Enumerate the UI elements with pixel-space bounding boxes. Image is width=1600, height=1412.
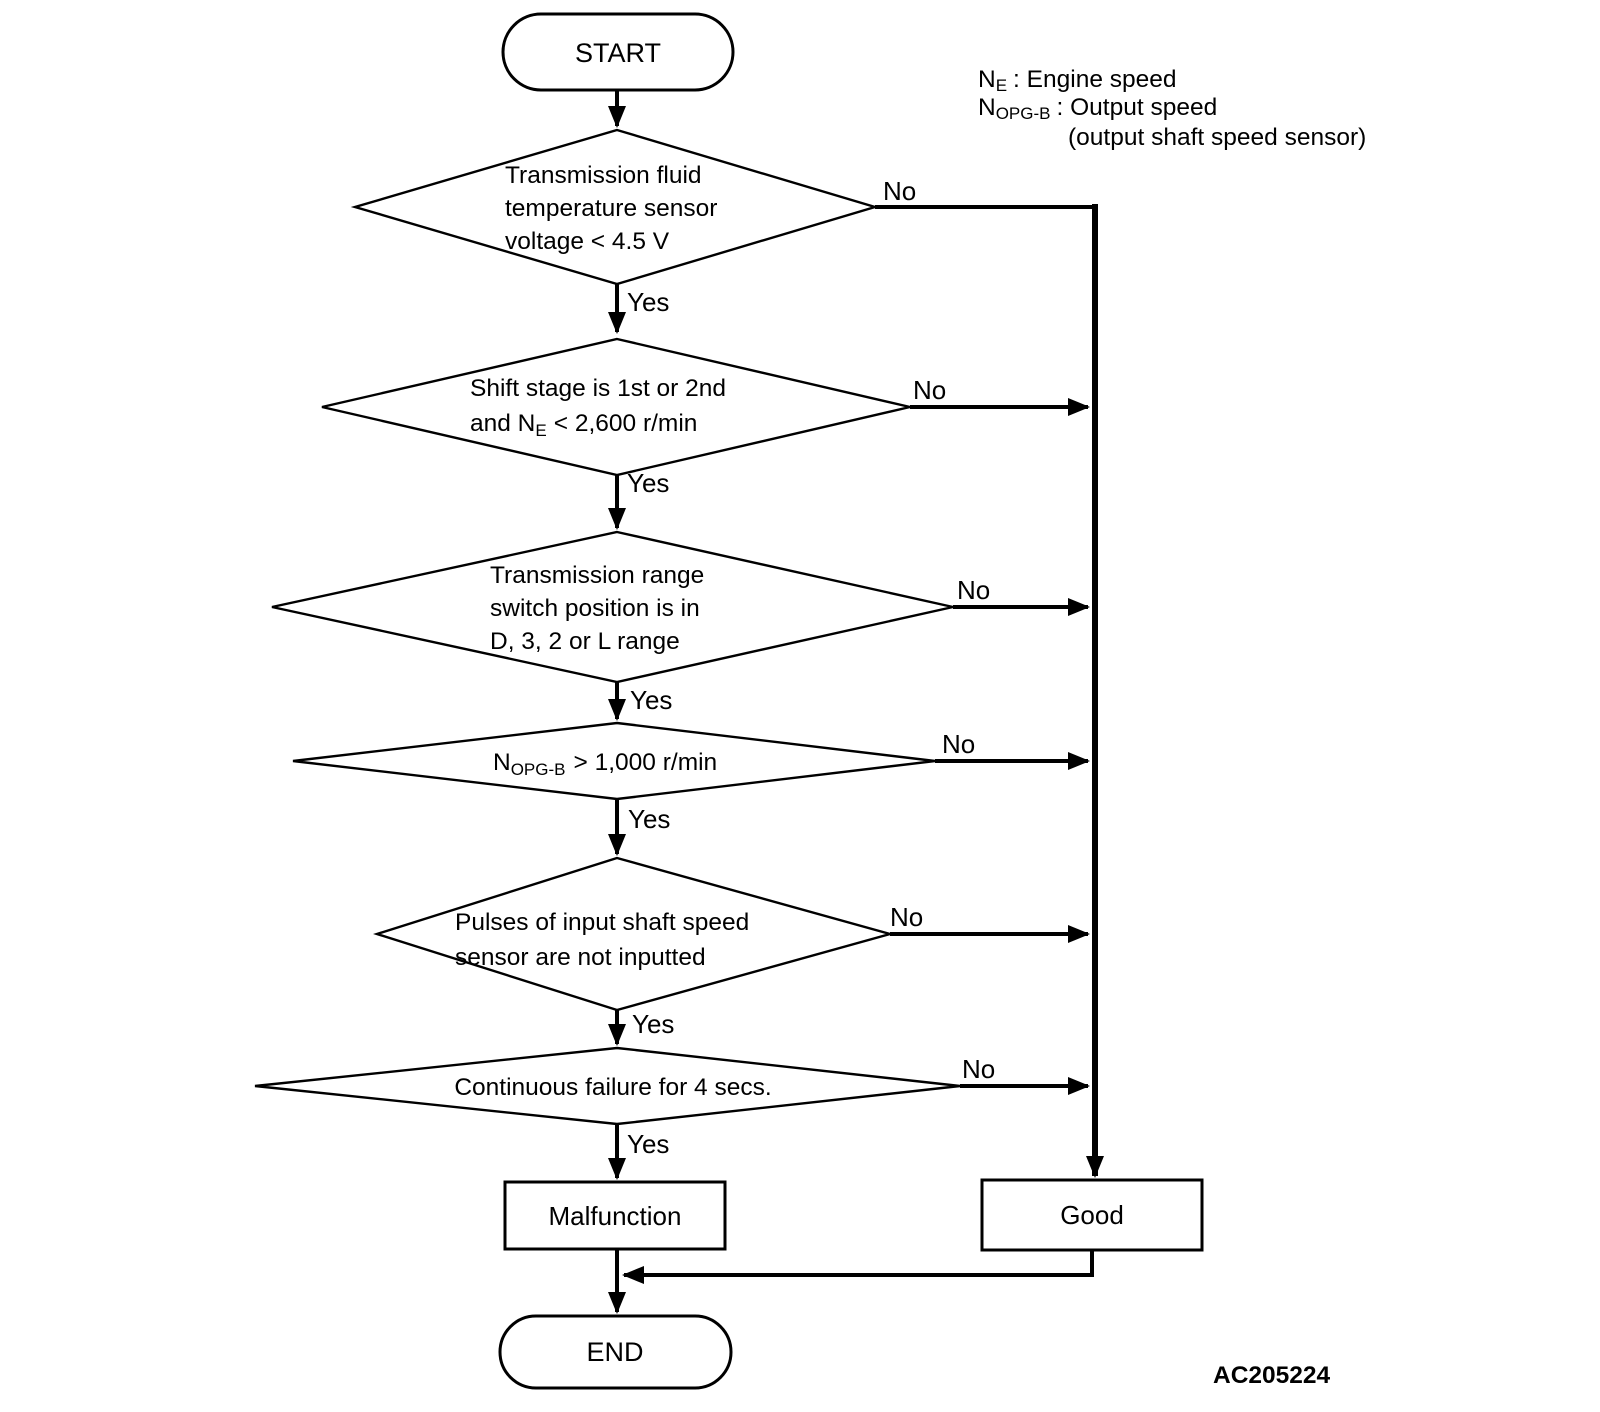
decision-input-pulses-line1: Pulses of input shaft speed [455,909,749,936]
decision-continuous-failure [254,1046,961,1126]
no-label-6: No [962,1054,995,1084]
yes-label-1: Yes [627,287,669,317]
no-label-4: No [942,729,975,759]
yes-label-3: Yes [630,685,672,715]
no-label-5: No [890,902,923,932]
malfunction-label: Malfunction [549,1201,682,1231]
decision-shift-stage [321,337,911,477]
yes-label-5: Yes [632,1009,674,1039]
decision-continuous-failure-line: Continuous failure for 4 secs. [454,1074,771,1101]
no-label-1: No [883,176,916,206]
yes-label-4: Yes [628,804,670,834]
decision-range-switch-line3: D, 3, 2 or L range [490,628,680,655]
no-label-3: No [957,575,990,605]
decision-range-switch-line1: Transmission range [490,562,704,589]
start-label: START [575,38,661,68]
decision-input-pulses-line2: sensor are not inputted [455,944,706,971]
legend-output-sensor-note: (output shaft speed sensor) [1068,124,1366,151]
good-node [980,1178,1204,1252]
decision-fluid-temp-sensor [350,128,880,286]
figure-code: AC205224 [1213,1362,1331,1389]
legend-output-speed: NOPG-B: Output speed [978,94,1217,123]
yes-label-2: Yes [627,468,669,498]
decision-input-pulses [373,856,895,1012]
legend-engine-speed: NE: Engine speed [978,66,1177,95]
merge-line-good-to-end [622,1250,1094,1284]
decision-fluid-temp-line3: voltage < 4.5 V [505,228,670,255]
yes-label-6: Yes [627,1129,669,1159]
good-label: Good [1060,1200,1124,1230]
malfunction-node [503,1180,727,1251]
decision-fluid-temp-line2: temperature sensor [505,195,717,222]
no-label-2: No [913,375,946,405]
decision-range-switch-line2: switch position is in [490,595,700,622]
decision-range-switch [271,530,954,684]
start-node [501,12,735,92]
decision-fluid-temp-line1: Transmission fluid [505,162,702,189]
end-label: END [586,1337,643,1367]
decision-shift-stage-line1: Shift stage is 1st or 2nd [470,375,726,402]
end-node [498,1314,733,1390]
decision-output-speed-line: NOPG-B> 1,000 r/min [493,749,717,779]
decision-shift-stage-line2: and NE< 2,600 r/min [470,410,697,440]
decision-output-speed [292,721,936,801]
